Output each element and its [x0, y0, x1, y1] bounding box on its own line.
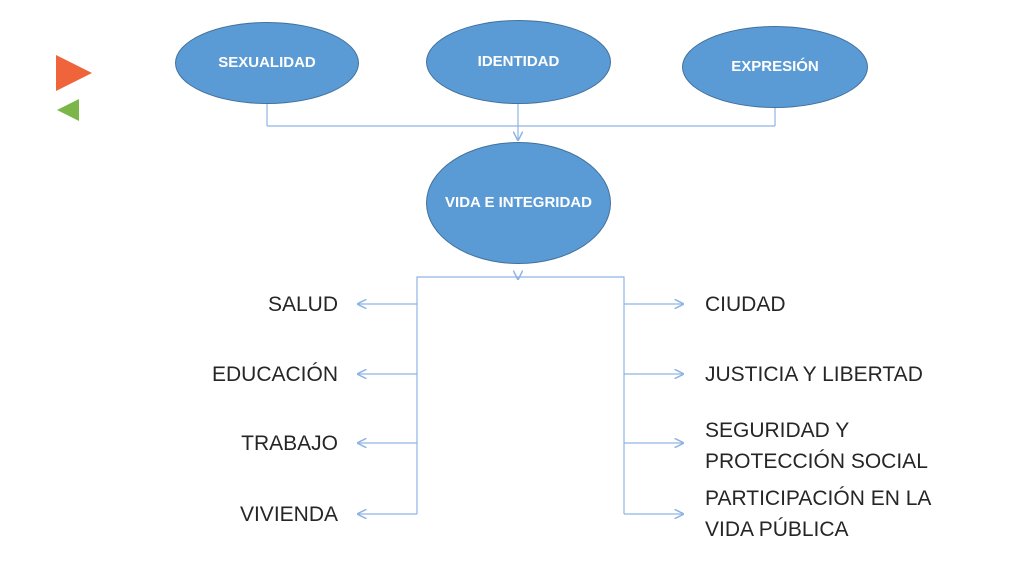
item-participacion-label: PARTICIPACIÓN EN LA VIDA PÚBLICA — [705, 487, 931, 541]
node-sexualidad-label: SEXUALIDAD — [218, 54, 316, 71]
node-expresion-label: EXPRESIÓN — [731, 58, 819, 75]
item-seguridad-label: SEGURIDAD Y PROTECCIÓN SOCIAL — [705, 419, 928, 473]
node-vida-e-integridad: VIDA E INTEGRIDAD — [426, 142, 611, 264]
item-seguridad-y-proteccion-social: SEGURIDAD Y PROTECCIÓN SOCIAL — [705, 415, 935, 477]
item-trabajo: TRABAJO — [241, 432, 338, 455]
item-educacion: EDUCACIÓN — [211, 363, 338, 386]
item-participacion-vida-publica: PARTICIPACIÓN EN LA VIDA PÚBLICA — [705, 483, 945, 545]
item-ciudad: CIUDAD — [705, 293, 786, 316]
item-salud: SALUD — [267, 293, 338, 316]
node-identidad: IDENTIDAD — [426, 20, 611, 104]
node-sexualidad: SEXUALIDAD — [175, 22, 359, 104]
play-triangle-icon — [56, 55, 92, 91]
item-vivienda: VIVIENDA — [239, 503, 338, 526]
node-vida-label: VIDA E INTEGRIDAD — [445, 194, 592, 211]
connector-bottom-bracket — [416, 276, 625, 514]
back-triangle-icon — [57, 99, 79, 121]
item-justicia-y-libertad: JUSTICIA Y LIBERTAD — [705, 363, 923, 386]
node-expresion: EXPRESIÓN — [682, 26, 868, 108]
node-identidad-label: IDENTIDAD — [477, 53, 560, 70]
